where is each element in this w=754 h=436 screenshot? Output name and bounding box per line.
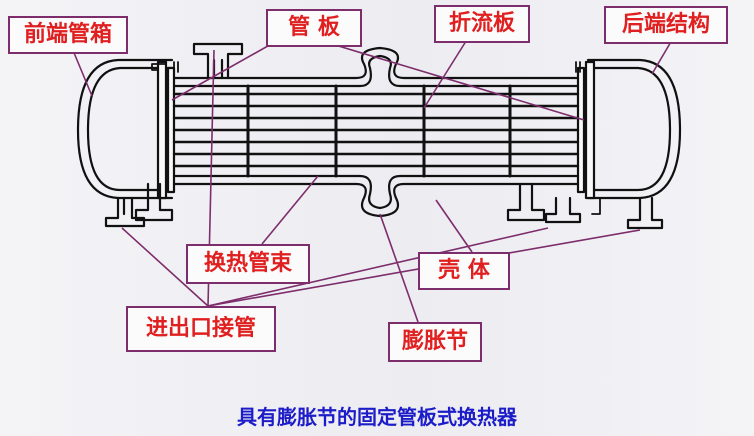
front-head-inner <box>86 66 174 192</box>
right-flange <box>584 60 596 200</box>
shell-bottom-outer <box>172 182 580 218</box>
label-rear-head: 后端结构 <box>604 6 728 44</box>
shell-bottom-nozzle-left <box>134 182 174 222</box>
front-head-bottom-nozzle <box>104 196 146 228</box>
label-front-head: 前端管箱 <box>8 16 128 54</box>
shell-bottom-inner <box>172 174 580 210</box>
rear-head-bottom-nozzle-right <box>626 196 664 230</box>
left-flange-stub <box>165 59 179 73</box>
shell-top-inner <box>172 54 580 88</box>
left-flange <box>156 60 168 200</box>
right-flange-stub <box>575 59 595 73</box>
label-shell: 壳 体 <box>418 252 510 290</box>
label-nozzles: 进出口接管 <box>126 306 276 352</box>
top-shell-nozzle <box>192 42 244 80</box>
rear-head-bottom-nozzle-left <box>544 196 582 224</box>
rear-head-inner <box>586 66 672 192</box>
baffles <box>246 84 512 178</box>
label-baffle: 折流板 <box>434 5 530 43</box>
label-tube-bundle: 换热管束 <box>186 244 310 284</box>
front-head-outer <box>76 58 174 200</box>
shell-bottom-nozzle-right <box>506 182 546 222</box>
left-top-stub <box>151 61 167 71</box>
label-expansion-joint: 膨胀节 <box>388 322 482 362</box>
heat-exchanger-drawing <box>71 37 682 323</box>
label-tube-sheet: 管 板 <box>266 9 362 47</box>
shell-top-outer <box>172 46 580 80</box>
tube-bundle-lines <box>172 92 580 168</box>
figure-caption: 具有膨胀节的固定管板式换热器 <box>237 405 517 429</box>
rear-head-outer <box>586 58 682 200</box>
